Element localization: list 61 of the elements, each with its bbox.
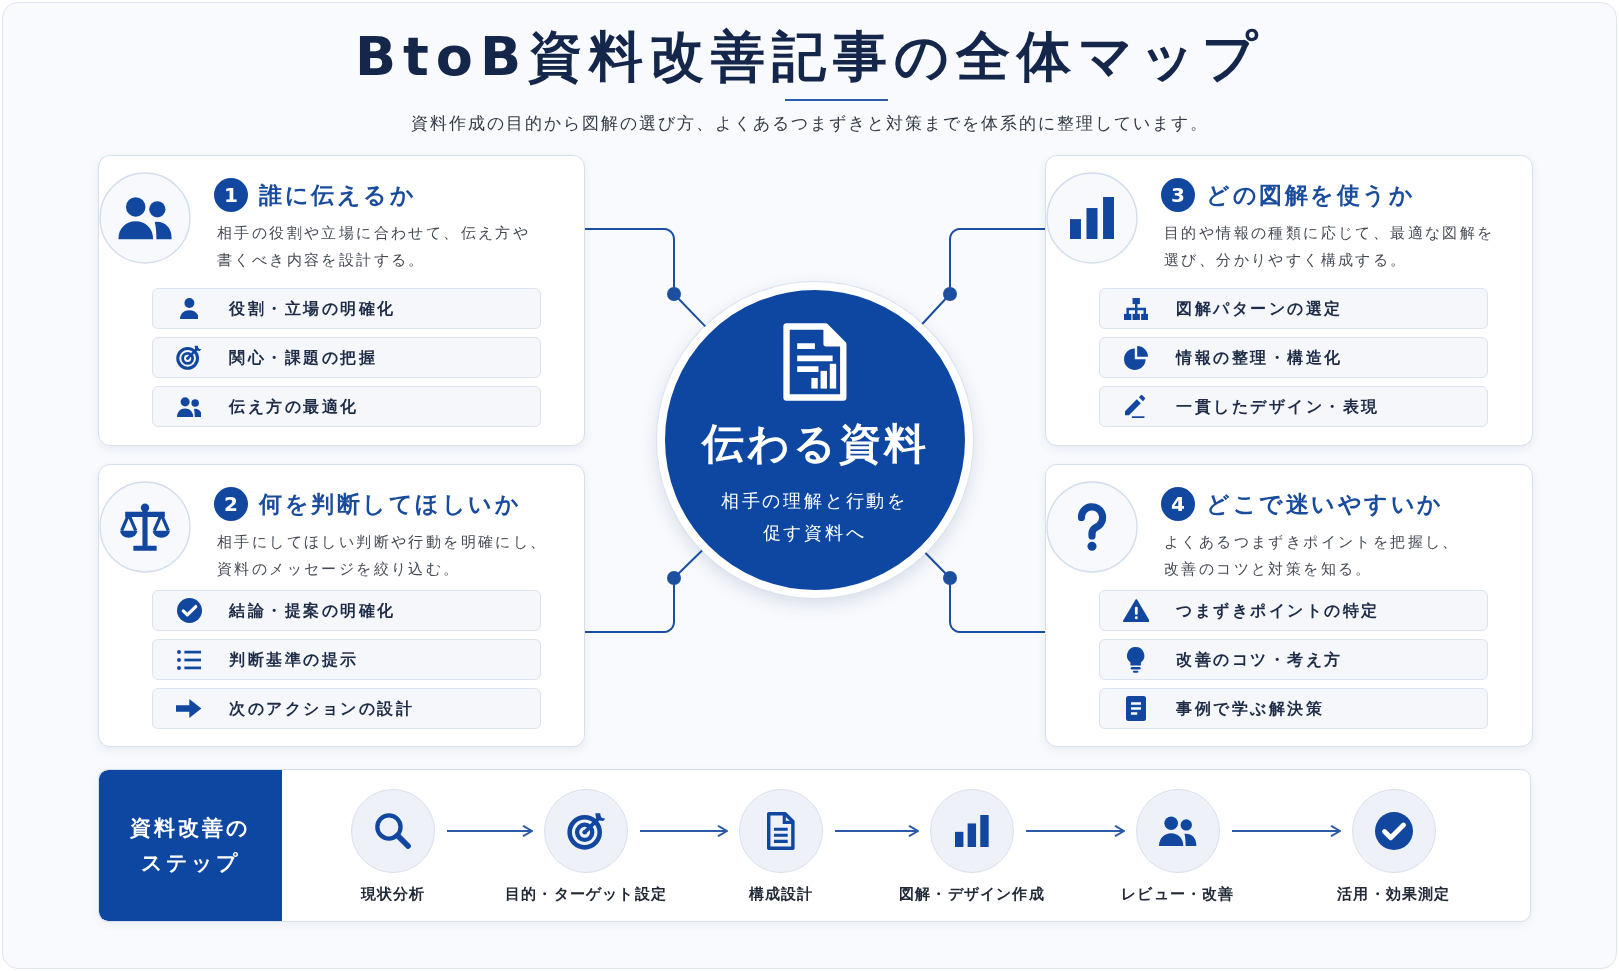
number-badge: 1 [214, 178, 248, 212]
steps-header: 資料改善のステップ [99, 770, 282, 921]
item-label: 情報の整理・構造化 [1176, 347, 1343, 369]
item-row [152, 590, 541, 631]
item-label: 次のアクションの設計 [229, 698, 414, 720]
central-subtitle: 相手の理解と行動を促す資料へ [719, 489, 910, 545]
arrow [1231, 825, 1341, 837]
card-description: 目的や情報の種類に応じて、最適な図解を選び、分かりやすく構成する。 [1164, 223, 1496, 271]
item-row [1099, 386, 1488, 427]
item-label: 結論・提案の明確化 [229, 600, 396, 622]
item-row [1099, 639, 1488, 680]
topic-card [98, 155, 585, 446]
item-row [152, 337, 541, 378]
number-badge: 2 [214, 487, 248, 521]
number-badge: 4 [1161, 487, 1195, 521]
card-heading: 誰に伝えるか [259, 181, 416, 210]
item-label: 図解パターンの選定 [1176, 298, 1343, 320]
subtitle-text: 資料作成の目的から図解の選び方、よくあるつまずきと対策までを体系的に整理しています。 [410, 112, 1209, 135]
arrow [1025, 825, 1125, 837]
item-label: 役割・立場の明確化 [229, 298, 396, 320]
arrow [446, 825, 533, 837]
card-description: 相手の役割や立場に合わせて、伝え方や書くべき内容を設計する。 [217, 223, 532, 271]
item-row [1099, 337, 1488, 378]
step-label: レビュー・改善 [1121, 884, 1235, 905]
card-description: よくあるつまずきポイントを把握し、改善のコツと対策を知る。 [1164, 532, 1461, 580]
step-label: 構成設計 [748, 884, 814, 905]
item-label: 判断基準の提示 [229, 649, 359, 671]
arrow [639, 825, 728, 837]
connector-line [921, 228, 1046, 325]
central-heading: 伝わる資料 [701, 418, 929, 470]
item-row [1099, 688, 1488, 729]
item-label: 事例で学ぶ解決策 [1176, 698, 1324, 720]
diagram-title: BtoB資料改善記事の全体マップ [354, 24, 1265, 90]
item-row [1099, 590, 1488, 631]
item-label: 改善のコツ・考え方 [1176, 649, 1343, 671]
topic-card [1045, 464, 1533, 747]
card-heading: どこで迷いやすいか [1206, 490, 1444, 519]
item-label: 関心・課題の把握 [229, 347, 377, 369]
item-row [152, 288, 541, 329]
connector-line [584, 549, 704, 633]
step-label: 現状分析 [360, 884, 426, 905]
item-row [1099, 288, 1488, 329]
number-badge: 3 [1161, 178, 1195, 212]
step-label: 活用・効果測定 [1337, 884, 1451, 905]
connector-line [584, 228, 707, 328]
topic-card [1045, 155, 1533, 446]
item-label: 一貫したデザイン・表現 [1176, 396, 1380, 418]
connector-line [924, 551, 1046, 633]
steps-panel [98, 769, 1531, 922]
card-heading: 何を判断してほしいか [259, 490, 521, 519]
step-label: 目的・ターゲット設定 [505, 884, 667, 905]
step-label: 図解・デザイン作成 [899, 884, 1045, 905]
topic-card [98, 464, 585, 747]
item-row [152, 386, 541, 427]
arrow [834, 825, 919, 837]
item-label: つまずきポイントの特定 [1176, 600, 1380, 622]
item-label: 伝え方の最適化 [229, 396, 359, 418]
card-description: 相手にしてほしい判断や行動を明確にし、資料のメッセージを絞り込む。 [217, 532, 549, 580]
item-row [152, 688, 541, 729]
card-heading: どの図解を使うか [1206, 181, 1415, 210]
item-row [152, 639, 541, 680]
